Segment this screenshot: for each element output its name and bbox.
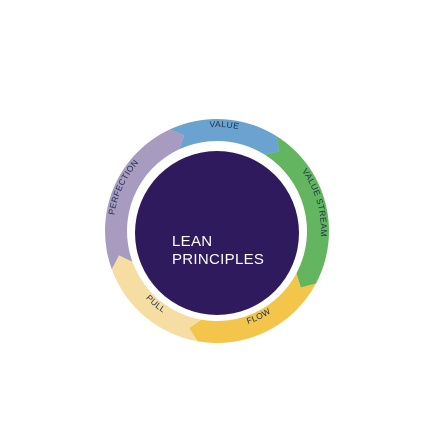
center-title-line1: LEAN bbox=[172, 233, 212, 250]
segment-label-value: VALUE bbox=[209, 119, 240, 131]
segment-flow bbox=[189, 273, 316, 343]
segment-value-stream bbox=[264, 136, 330, 288]
segment-pull bbox=[111, 255, 202, 342]
center-disc bbox=[135, 151, 299, 315]
segments-layer bbox=[105, 119, 330, 343]
segment-label-path-value: VALUE bbox=[209, 119, 240, 131]
center-title-line2: PRINCIPLES bbox=[172, 251, 264, 268]
segment-perfection bbox=[105, 129, 185, 270]
segment-value bbox=[169, 119, 280, 155]
